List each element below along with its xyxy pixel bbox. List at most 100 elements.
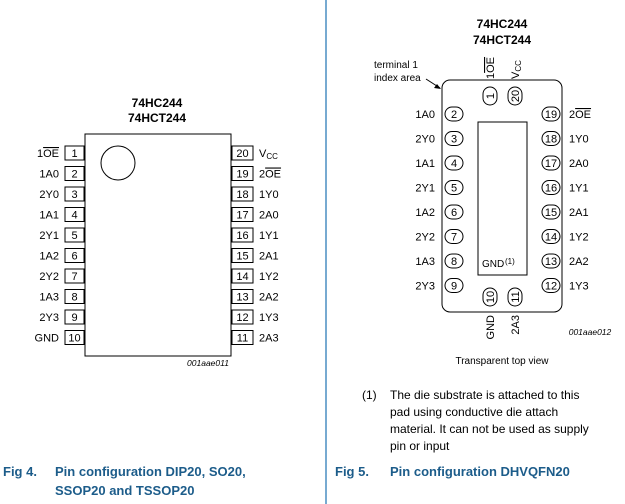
fig4-pin-label-7: 2Y2 [39,271,59,283]
fig4-pin-label-18: 1Y0 [259,189,279,201]
fig4-pin-number-19: 19 [236,169,248,181]
fig5-pin-number-20: 20 [510,90,522,102]
fig5-pin-label-7: 2Y2 [415,232,435,244]
fig4-pin-label-8: 1A3 [39,292,59,304]
fig4-pin-box-3 [64,186,85,202]
fig4-pin-label-6: 1A2 [39,251,59,263]
fig4-pin-box-9 [64,309,85,325]
fig4-pin-box-14 [231,268,254,284]
fig5-view-label: Transparent top view [455,356,549,367]
fig4-pin-number-9: 9 [71,312,77,324]
fig5-note-text: The die substrate is attached to thispad… [390,388,589,453]
fig5-pin-number-16: 16 [545,183,557,195]
fig4-pin-label-9: 2Y3 [39,312,59,324]
fig4-pin1-index-circle [100,145,136,181]
fig4-dip-diagram: 74HC244 74HCT244 11OE21A032Y041A152Y161A… [35,96,281,368]
fig5-pin-pad-13 [541,253,561,269]
fig5-pin-pad-20 [507,86,523,106]
fig5-pin-pad-5 [444,180,464,195]
fig5-pin-label-14: 1Y2 [569,232,589,244]
fig4-pin-label-1: 1OE [37,148,59,160]
fig4-pin-list: 11OE21A032Y041A152Y161A272Y281A392Y310GN… [35,145,281,345]
fig4-pin-number-10: 10 [68,333,80,345]
fig4-pin-label-3: 2Y0 [39,189,59,201]
fig5-pin-number-17: 17 [545,158,557,170]
fig5-pin-label-11: 2A3 [510,315,522,335]
fig4-pin-number-4: 4 [71,210,77,222]
fig5-pin-number-7: 7 [451,232,457,244]
fig4-pin-label-14: 1Y2 [259,271,279,283]
fig4-pin-label-2: 1A0 [39,169,59,181]
fig5-pin-label-19: 2OE [569,109,591,121]
fig5-pin-pad-7 [444,229,464,244]
fig4-pin-box-1 [64,145,85,161]
fig4-pin-number-13: 13 [236,292,248,304]
fig5-pin-number-8: 8 [451,256,457,268]
fig5-diagram-code: 001aae012 [569,327,612,337]
fig5-pin-number-2: 2 [451,109,457,121]
fig4-pin-number-7: 7 [71,271,77,283]
fig5-pin-pad-8 [444,253,464,269]
fig5-pin-label-16: 1Y1 [569,183,589,195]
fig4-pin-box-5 [64,227,85,243]
fig4-pin-label-11: 2A3 [259,333,279,345]
fig5-pin-number-9: 9 [451,281,457,293]
fig5-pin-label-13: 2A2 [569,256,589,268]
fig5-pin-pad-11 [507,287,523,307]
fig5-index-label-1: terminal 1 [374,60,418,71]
fig5-pin-pad-3 [444,131,464,146]
fig5-note-line-2: pad using conductive die attach [390,405,558,419]
fig5-pin-number-3: 3 [451,134,457,146]
fig5-chip-title-2: 74HCT244 [473,33,531,47]
fig5-pin-pad-2 [444,106,464,122]
fig4-pin-number-11: 11 [237,333,248,345]
fig4-pin-number-8: 8 [71,292,77,304]
fig5-pin-pad-1 [482,86,498,106]
fig5-chip-title-1: 74HC244 [477,17,528,31]
fig4-pin-number-18: 18 [236,189,248,201]
fig4-pin-box-12 [231,309,254,325]
fig4-pin-number-15: 15 [236,251,248,263]
fig4-pin-label-16: 1Y1 [259,230,279,242]
fig4-pin-label-5: 2Y1 [39,230,59,242]
fig5-pin-pad-19 [541,106,561,122]
fig5-index-label-2: index area [374,73,421,84]
fig5-pin-label-3: 2Y0 [415,134,435,146]
fig4-pin-label-12: 1Y3 [259,312,279,324]
fig5-pin-number-10: 10 [485,291,497,303]
fig4-pin-number-12: 12 [236,312,248,324]
fig4-chip-title-1: 74HC244 [132,96,183,110]
fig5-pin-label-18: 1Y0 [569,134,589,146]
fig4-pin-number-1: 1 [71,148,77,160]
fig4-pin-box-10 [64,330,85,345]
fig4-pin-box-20 [231,145,254,161]
fig5-pin-label-20: VCC [510,60,523,79]
fig5-pin-pad-17 [541,155,561,171]
fig4-pin-box-18 [231,186,254,202]
fig4-pin-number-14: 14 [236,271,248,283]
fig4-pin-number-6: 6 [71,251,77,263]
fig4-pin-label-4: 1A1 [39,210,59,222]
fig4-chip-title-2: 74HCT244 [128,111,186,125]
fig5-pin-label-17: 2A0 [569,158,589,170]
fig5-pin-label-12: 1Y3 [569,281,589,293]
fig5-pin-number-5: 5 [451,183,457,195]
fig5-pin-number-6: 6 [451,207,457,219]
fig5-pad-note-ref: (1) [505,257,515,266]
fig5-pin-pad-4 [444,155,464,171]
fig4-pin-number-3: 3 [71,189,77,201]
fig5-pin-number-4: 4 [451,158,457,170]
fig5-pin-pad-10 [482,287,498,307]
fig4-pin-number-20: 20 [236,148,248,160]
fig4-caption-number: Fig 4. [3,464,37,479]
fig5-pin-label-1: 1OE [485,57,497,79]
fig5-pin-number-11: 11 [510,291,522,302]
fig4-pin-box-16 [231,227,254,243]
fig4-pin-label-17: 2A0 [259,210,279,222]
fig5-caption-number: Fig 5. [335,464,369,479]
fig5-qfn-diagram: 74HC244 74HCT244 terminal 1 index area 2… [362,17,612,453]
fig4-pin-box-17 [231,207,254,222]
fig4-caption-line1: Pin configuration DIP20, SO20, [55,464,246,479]
fig4-caption-line2: SSOP20 and TSSOP20 [55,483,194,498]
